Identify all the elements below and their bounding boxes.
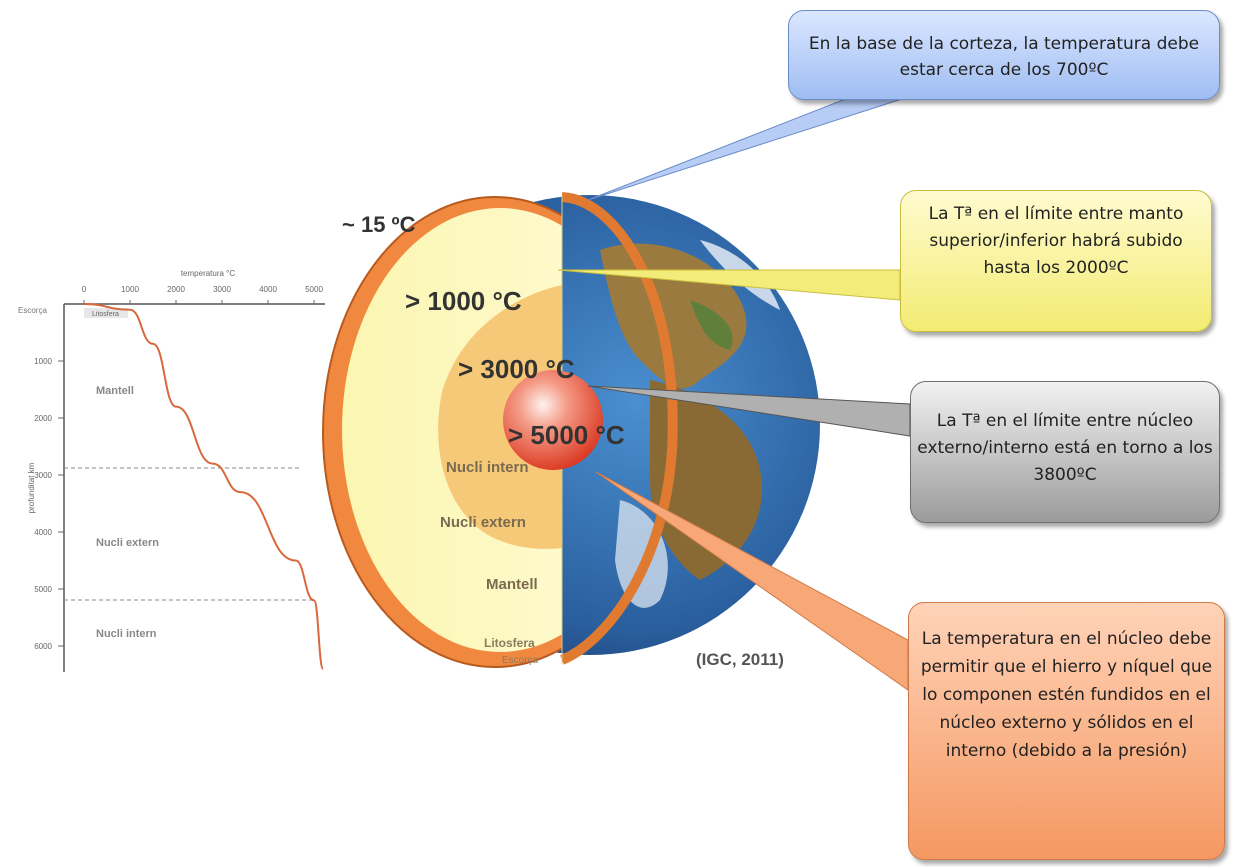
outer-core-temp: > 3000 °C <box>458 354 575 384</box>
earth-cutaway-globe: ~ 15 ºC > 1000 °C > 3000 °C > 5000 °C Nu… <box>322 192 820 669</box>
core-callout-text: La temperatura en el núcleo debe permiti… <box>920 629 1213 761</box>
crust-callout-text: En la base de la corteza, la temperatura… <box>808 34 1200 80</box>
inner-core-temp: > 5000 °C <box>508 420 625 450</box>
x-tick-label: 4000 <box>259 285 277 294</box>
y-axis-title: profunditat km <box>27 462 36 513</box>
cut-face-edge <box>559 192 678 665</box>
mantle-temp: > 1000 °C <box>405 286 522 316</box>
x-tick-label: 0 <box>82 285 87 294</box>
x-tick-labels: 0 1000 2000 3000 4000 5000 <box>82 285 323 304</box>
core-boundary-callout: La Tª en el límite entre núcleo externo/… <box>910 381 1220 523</box>
y-tick-labels: 1000 2000 3000 4000 5000 6000 <box>34 357 64 651</box>
mantle-callout-text: La Tª en el límite entre manto superior/… <box>928 204 1184 278</box>
escorca-label: Escorça <box>18 306 47 315</box>
litosfera-box <box>84 308 128 318</box>
temperature-curve <box>83 303 325 670</box>
graph-layer-nucli-extern: Nucli extern <box>96 537 159 549</box>
y-tick-label: 1000 <box>34 357 52 366</box>
citation: (IGC, 2011) <box>696 650 784 669</box>
x-axis-title: temperatura °C <box>181 269 236 278</box>
core-callout: La temperatura en el núcleo debe permiti… <box>908 602 1225 860</box>
y-tick-label: 5000 <box>34 585 52 594</box>
x-tick-label: 5000 <box>305 285 323 294</box>
y-tick-label: 4000 <box>34 528 52 537</box>
escorca-globe-label: Escorça <box>502 655 539 666</box>
temperature-depth-graph: temperatura °C 0 1000 2000 3000 4000 5000 100… <box>18 269 325 672</box>
x-tick-label: 2000 <box>167 285 185 294</box>
inner-core <box>503 370 603 470</box>
x-tick-label: 1000 <box>121 285 139 294</box>
litosfera-label: Litosfera <box>484 636 535 650</box>
mantle-label: Mantell <box>486 576 538 593</box>
x-tick-label: 3000 <box>213 285 231 294</box>
y-tick-label: 6000 <box>34 642 52 651</box>
y-tick-label: 2000 <box>34 414 52 423</box>
crust-callout-pointer <box>587 97 906 201</box>
y-tick-label: 3000 <box>34 471 52 480</box>
outer-core-label: Nucli extern <box>440 514 526 531</box>
graph-layer-mantell: Mantell <box>96 385 134 397</box>
mantle-callout: La Tª en el límite entre manto superior/… <box>900 190 1212 332</box>
graph-layer-nucli-intern: Nucli intern <box>96 628 157 640</box>
core-boundary-callout-text: La Tª en el límite entre núcleo externo/… <box>917 411 1213 485</box>
crust-callout: En la base de la corteza, la temperatura… <box>788 10 1220 100</box>
litosfera-small-label: Litosfera <box>92 311 119 318</box>
inner-core-label: Nucli intern <box>446 459 529 476</box>
outer-core-layer <box>438 285 562 549</box>
surface-temp: ~ 15 ºC <box>342 212 416 237</box>
